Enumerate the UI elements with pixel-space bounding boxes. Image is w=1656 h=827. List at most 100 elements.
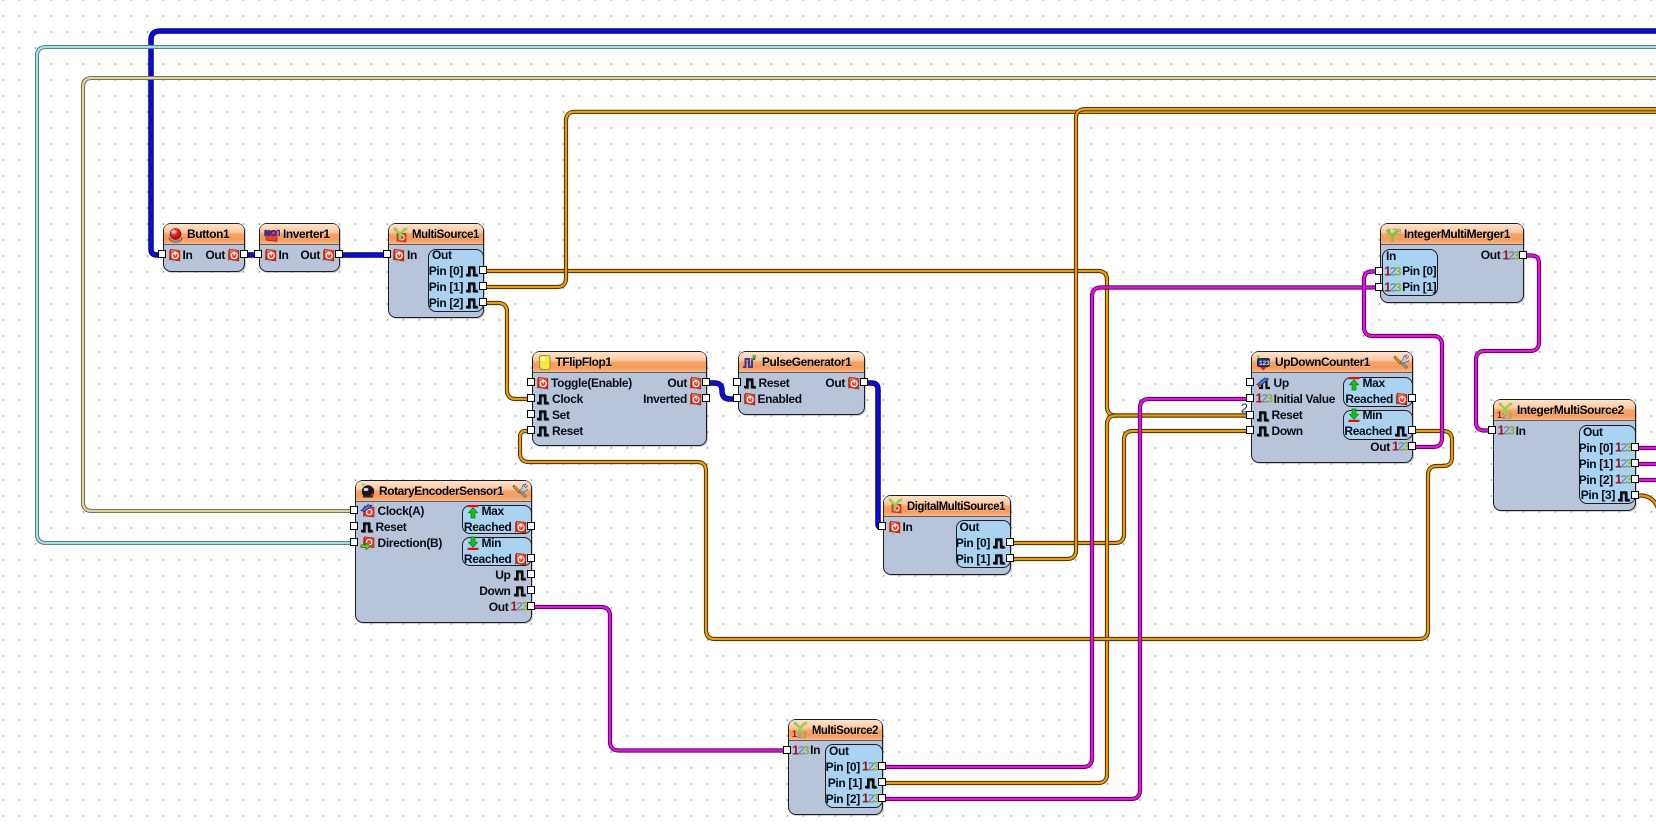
pin-group-label: Min	[1347, 408, 1382, 424]
pin-connector-updowncounter1-reached[interactable]	[1408, 426, 1417, 435]
pin-connector-integermultimerger1-pin1[interactable]	[1375, 282, 1384, 291]
pin-connector-pulsegenerator1-out[interactable]	[860, 378, 869, 387]
pin-connector-updowncounter1-initialvalue[interactable]	[1246, 394, 1255, 403]
pin-label: Reached	[1345, 391, 1393, 406]
pin-label: Initial Value	[1273, 391, 1336, 406]
wire-board-to-rotary-clock-a[interactable]	[81, 76, 1656, 513]
wire-integermultimerger1-out-to-integermultisource2-in[interactable]	[1474, 254, 1541, 432]
pin-connector-multisource1-pin2[interactable]	[479, 298, 488, 307]
pin-connector-digitalmultisource1-pin0[interactable]	[1006, 538, 1015, 547]
wire-updowncounter1-minreached-to-tflipflop1-reset[interactable]	[518, 429, 1454, 641]
pin-connector-tflipflop1-clock[interactable]	[526, 394, 535, 403]
pin-connector-rotaryencodersensor1-down[interactable]	[526, 586, 535, 595]
tools-icon[interactable]	[511, 482, 529, 499]
pin-connector-rotaryencodersensor1-reached[interactable]	[526, 554, 535, 563]
pin-connector-multisource2-pin1[interactable]	[878, 778, 887, 787]
wire-digitalmultisource1-pin1-to-right-edge[interactable]	[1011, 108, 1656, 561]
pin-label: Direction(B)	[377, 535, 443, 550]
pin-connector-rotaryencodersensor1-reached[interactable]	[526, 522, 535, 531]
pin-label: Reached	[463, 519, 512, 534]
pin-connector-tflipflop1-inverted[interactable]	[702, 394, 711, 403]
pin-connector-integermultisource2-pin2[interactable]	[1631, 475, 1640, 484]
wire-multisource2-pin0-to-integermultimerger1-pin1[interactable]	[883, 286, 1380, 769]
component-header[interactable]: RotaryEncoderSensor1	[356, 480, 531, 502]
pin-connector-integermultisource2-in[interactable]	[1488, 426, 1497, 435]
wire-multisource1-pin2-to-tflipflop1-clock[interactable]	[484, 301, 532, 401]
pin-connector-integermultisource2-pin3[interactable]	[1631, 490, 1640, 499]
pin-connector-digitalmultisource1-pin1[interactable]	[1006, 554, 1015, 563]
wire-tflipflop1-out-to-pulsegenerator1-enabled[interactable]	[707, 381, 738, 401]
pin-connector-button1-out[interactable]	[240, 250, 249, 259]
wire-board-to-rotary-direction-b[interactable]	[35, 45, 1656, 545]
pin-connector-integermultimerger1-out[interactable]	[1518, 250, 1527, 259]
pin-connector-tflipflop1-reset[interactable]	[526, 426, 535, 435]
pin-connector-integermultisource2-pin0[interactable]	[1631, 443, 1640, 452]
int-icon: 123	[861, 790, 880, 806]
pin-connector-rotaryencodersensor1-out[interactable]	[526, 602, 535, 611]
component-header[interactable]: DigitalMultiSource1	[884, 495, 1010, 517]
pin-connector-integermultimerger1-pin0[interactable]	[1375, 266, 1384, 275]
pin-connector-updowncounter1-reached[interactable]	[1408, 394, 1417, 403]
pin-row-output: Pin [0]	[956, 535, 1006, 551]
pin-connector-multisource1-in[interactable]	[382, 250, 391, 259]
pin-connector-digitalmultisource1-in[interactable]	[878, 522, 887, 531]
pin-connector-tflipflop1-out[interactable]	[702, 378, 711, 387]
pin-connector-updowncounter1-up[interactable]	[1246, 378, 1255, 387]
pin-connector-button1-in[interactable]	[158, 250, 167, 259]
pin-connector-multisource2-pin0[interactable]	[878, 762, 887, 771]
pin-connector-integermultisource2-pin1[interactable]	[1631, 459, 1640, 468]
component-header[interactable]: MultiSource1	[388, 224, 483, 245]
wire-updowncounter1-out-to-integermultimerger1-pin0[interactable]	[1362, 270, 1444, 449]
wire-rotary-out-to-multisource2-in[interactable]	[531, 605, 788, 752]
wire-digitalmultisource1-pin0-to-updowncounter1-down[interactable]	[1011, 429, 1251, 545]
clock-icon	[536, 393, 550, 406]
pin-connector-tflipflop1-set[interactable]	[526, 410, 535, 419]
pin-connector-pulsegenerator1-reset[interactable]	[733, 378, 742, 387]
pin-row-output: Down	[479, 583, 526, 599]
pin-connector-multisource2-in[interactable]	[782, 745, 791, 754]
pin-connector-inverter1-in[interactable]	[254, 250, 263, 259]
pin-row-output: Out	[667, 375, 702, 391]
wire-multisource2-pin1-to-updowncounter1-reset[interactable]	[883, 414, 1251, 785]
pin-connector-multisource2-pin2[interactable]	[878, 794, 887, 803]
pin-connector-rotaryencodersensor1-clocka[interactable]	[350, 506, 359, 515]
wire-integermultisource2-pin3-to-edge[interactable]	[1634, 494, 1656, 517]
component-header[interactable]: Button1	[164, 224, 244, 245]
pin-connector-rotaryencodersensor1-directionb[interactable]	[350, 538, 359, 547]
pin-connector-rotaryencodersensor1-reset[interactable]	[350, 522, 359, 531]
wire-board-to-button1-in[interactable]	[149, 29, 1656, 257]
pin-connector-rotaryencodersensor1-up[interactable]	[526, 570, 535, 579]
pin-connector-multisource1-pin0[interactable]	[479, 266, 488, 275]
component-header[interactable]: PulseGenerator1	[739, 352, 864, 373]
pin-connector-tflipflop1-toggleenable[interactable]	[526, 378, 535, 387]
component-header[interactable]: TFlipFlop1	[532, 352, 706, 373]
pin-connector-updowncounter1-out[interactable]	[1408, 442, 1417, 451]
pin-connector-inverter1-out[interactable]	[335, 250, 344, 259]
pin-label: Out	[667, 375, 687, 390]
wire-multisource2-pin2-to-updowncounter1-initialvalue[interactable]	[883, 397, 1251, 801]
pin-connector-updowncounter1-down[interactable]	[1246, 426, 1255, 435]
pin-connector-pulsegenerator1-enabled[interactable]	[733, 394, 742, 403]
svg-text:3: 3	[1507, 411, 1512, 419]
pin-connector-multisource1-pin1[interactable]	[479, 282, 488, 291]
tools-icon[interactable]	[1393, 354, 1410, 370]
wire-multisource1-pin1-to-right-edge[interactable]	[484, 110, 1656, 289]
pin-connector-updowncounter1-reset[interactable]	[1246, 410, 1255, 419]
